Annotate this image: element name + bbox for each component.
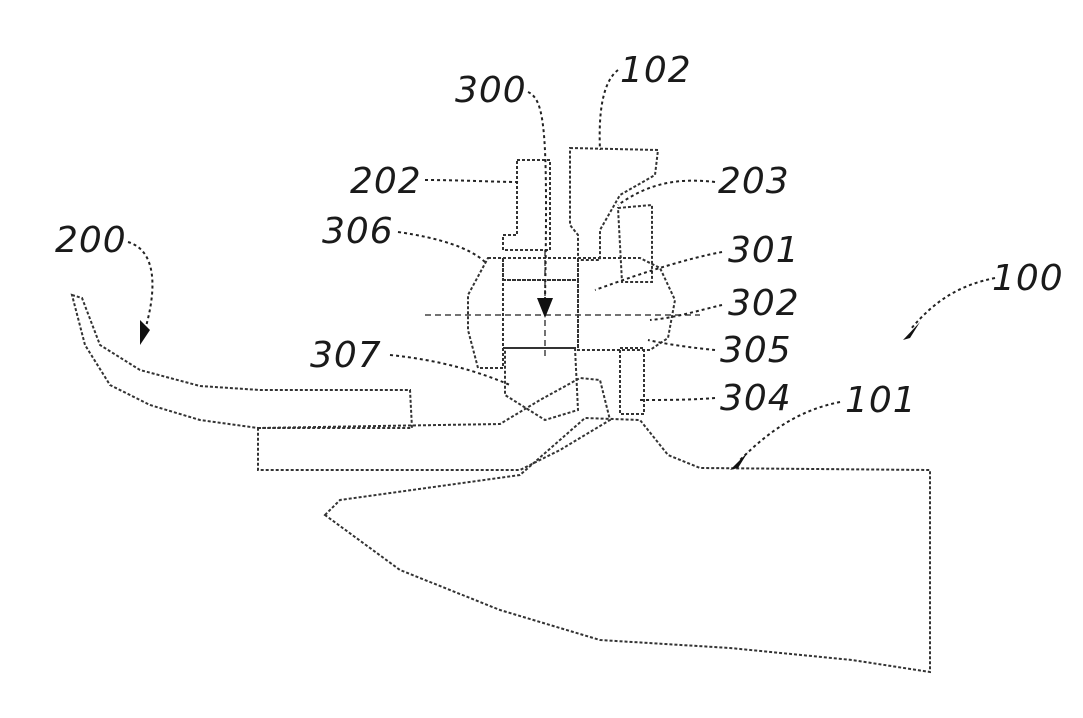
leader-306 (398, 232, 485, 262)
base-body-101 (325, 418, 930, 672)
arrowhead-200 (140, 320, 150, 345)
arrowhead-101 (730, 452, 748, 470)
label-306: 306 (322, 211, 394, 252)
label-305: 305 (720, 330, 792, 371)
flange-block (258, 378, 610, 470)
bolt-head-301 (578, 258, 675, 350)
leader-304 (640, 398, 715, 400)
label-302: 302 (728, 283, 800, 324)
leader-307 (390, 355, 510, 385)
leader-302 (650, 305, 722, 320)
label-300: 300 (455, 70, 527, 111)
label-101: 101 (845, 380, 917, 421)
arrowhead-100 (903, 322, 920, 340)
bolt-shank-300 (503, 280, 578, 348)
leader-300 (528, 92, 546, 300)
leader-100 (910, 278, 995, 330)
label-203: 203 (718, 161, 790, 202)
seal-203 (618, 205, 652, 282)
nut-306 (468, 258, 503, 368)
label-301: 301 (728, 230, 800, 271)
washer-band (503, 258, 578, 280)
flange-102 (570, 148, 658, 260)
label-200: 200 (55, 220, 127, 261)
label-100: 100 (992, 258, 1064, 299)
label-102: 102 (620, 50, 692, 91)
label-304: 304 (720, 378, 792, 419)
leader-102 (600, 70, 618, 150)
label-202: 202 (350, 161, 422, 202)
leader-202 (425, 180, 520, 182)
label-307: 307 (310, 335, 382, 376)
leader-203 (618, 181, 715, 205)
seal-304 (620, 348, 644, 414)
flange-202 (503, 160, 550, 250)
leader-200 (128, 242, 152, 330)
